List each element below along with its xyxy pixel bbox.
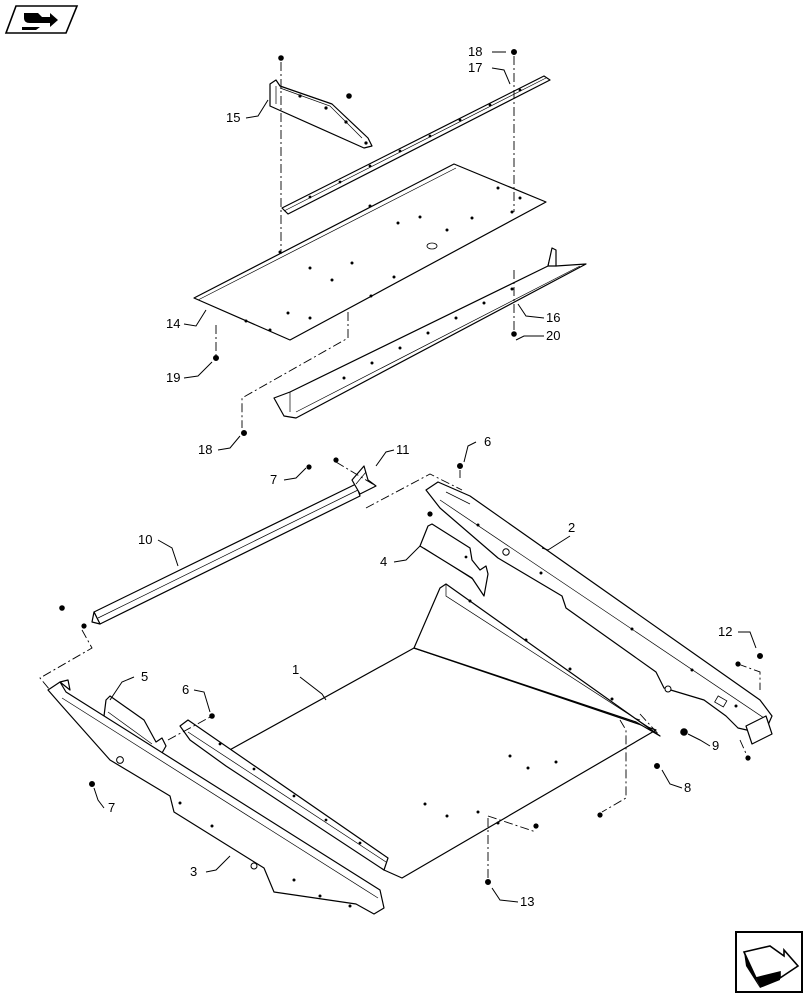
callout-18a: 18 xyxy=(468,44,482,59)
book-arrow-icon[interactable] xyxy=(4,5,79,34)
callout-1: 1 xyxy=(292,662,299,677)
callout-19: 19 xyxy=(166,370,180,385)
callout-4: 4 xyxy=(380,554,387,569)
callout-3: 3 xyxy=(190,864,197,879)
part-17-strip xyxy=(281,75,551,215)
callout-5: 5 xyxy=(141,669,148,684)
part-11-clip xyxy=(351,465,377,495)
callout-20: 20 xyxy=(546,328,560,343)
part-15-bracket xyxy=(269,79,373,149)
part-14-top-plate xyxy=(193,163,547,341)
callout-12: 12 xyxy=(718,624,732,639)
callout-17: 17 xyxy=(468,60,482,75)
callout-6a: 6 xyxy=(182,682,189,697)
callout-8: 8 xyxy=(684,780,691,795)
callout-7b: 7 xyxy=(108,800,115,815)
callout-7a: 7 xyxy=(270,472,277,487)
callout-13: 13 xyxy=(520,894,534,909)
part-2-side-rail xyxy=(425,481,773,745)
part-10-rail xyxy=(91,483,361,625)
inner-side-panel xyxy=(179,719,389,871)
callout-6b: 6 xyxy=(484,434,491,449)
callout-2: 2 xyxy=(568,520,575,535)
callout-16: 16 xyxy=(546,310,560,325)
callout-18b: 18 xyxy=(198,442,212,457)
bolt xyxy=(346,93,352,99)
callout-9: 9 xyxy=(712,738,719,753)
part-16-channel xyxy=(273,247,587,419)
part-4-gusset xyxy=(419,523,489,597)
callout-15: 15 xyxy=(226,110,240,125)
callout-14: 14 xyxy=(166,316,180,331)
bolt xyxy=(278,55,284,61)
part-3-side-rail xyxy=(47,679,385,915)
callout-11: 11 xyxy=(396,442,410,457)
next-page-arrow-icon[interactable] xyxy=(735,931,803,993)
callout-10: 10 xyxy=(138,532,152,547)
